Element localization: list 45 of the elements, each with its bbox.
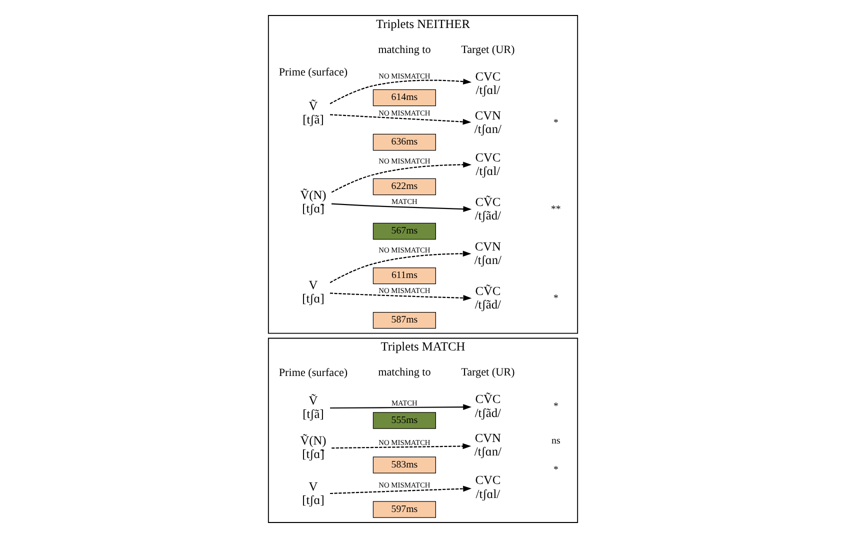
label: * [552, 293, 558, 304]
node-text: V [tʃɑ] [302, 479, 324, 507]
label: * [552, 117, 558, 128]
arrow [330, 404, 472, 410]
arrow [330, 486, 472, 494]
node-text: V [tʃɑ] [302, 278, 324, 306]
label: * [552, 401, 558, 412]
arrow [331, 443, 471, 450]
label: matching to [378, 366, 430, 379]
label: Target (UR) [460, 366, 514, 379]
node-text: CVC /tʃɑl/ [474, 473, 500, 501]
node-text: CVN /tʃɑn/ [474, 431, 501, 459]
arrow [330, 162, 472, 193]
arrow [329, 78, 472, 104]
label: Target (UR) [460, 44, 514, 56]
node-text: CṼC /tʃãd/ [474, 284, 500, 312]
node-box: 583ms [372, 456, 436, 474]
label: ns [551, 435, 560, 446]
node-text: CVN /tʃɑn/ [474, 108, 501, 136]
arrow [329, 292, 472, 301]
node-text: CVC /tʃɑl/ [474, 150, 500, 178]
label: matching to [378, 44, 430, 56]
node-box: 611ms [372, 267, 436, 284]
label: * [552, 464, 558, 476]
node-text: Ṽ [tʃã] [302, 393, 324, 422]
node-box: 597ms [372, 501, 436, 518]
arrow [329, 250, 471, 284]
node-text: CVN /tʃɑn/ [474, 239, 501, 268]
node-box: 614ms [372, 89, 436, 106]
arrow [330, 203, 472, 212]
node-box: 567ms [372, 222, 436, 240]
label: ** [550, 204, 560, 215]
label: Prime (surface) [278, 66, 348, 79]
node-text: CṼC /tʃãd/ [474, 392, 500, 420]
node-text: CVC /tʃɑl/ [474, 69, 500, 98]
node-text: Ṽ [tʃã] [302, 99, 324, 127]
node-box: 555ms [372, 412, 436, 429]
node-text: Ṽ(N) [tʃɑ̃] [300, 434, 326, 462]
node-text: CṼC /tʃãd/ [474, 194, 500, 223]
arrow [330, 114, 471, 125]
label: Prime (surface) [278, 367, 348, 380]
node-box: 636ms [372, 134, 436, 151]
node-box: 622ms [372, 178, 436, 196]
node-text: Ṽ(N) [tʃɑ̃] [300, 188, 326, 216]
node-box: 587ms [372, 312, 436, 329]
